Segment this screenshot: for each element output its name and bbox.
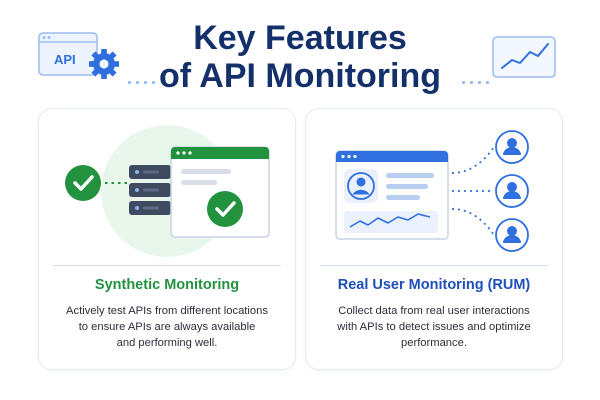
synthetic-illustration [65,125,270,257]
check-circle-icon [65,165,101,201]
line-chart-icon [492,36,556,78]
page-title-line-2: of API Monitoring [158,57,441,95]
description-line: with APIs to detect issues and optimize [337,321,531,333]
dashboard-window-icon [335,150,449,240]
gear-icon [89,49,119,79]
feature-title: Synthetic Monitoring [94,277,240,293]
description-line: and performing well. [116,337,218,349]
title-dots-left [128,71,160,84]
page-title-line-1: Key Features [193,19,407,57]
card-divider [53,265,281,266]
user-icon [495,218,529,252]
user-avatar-icon [344,169,378,203]
description-line: Collect data from real user interactions [338,305,530,317]
title-dots-right [462,71,494,84]
browser-window-icon [170,146,270,238]
server-stack-icon [129,165,171,215]
connection-lines [451,146,495,236]
api-badge-label: API [54,52,76,67]
user-icon [495,174,529,208]
feature-description: Collect data from real user interactions… [320,303,548,351]
api-badge: API [38,32,119,79]
feature-title: Real User Monitoring (RUM) [337,277,531,293]
description-line: Actively test APIs from different locati… [66,305,268,317]
card-divider [320,265,548,266]
description-line: performance. [401,337,467,349]
feature-description: Actively test APIs from different locati… [53,303,281,351]
feature-card-synthetic: Synthetic Monitoring Actively test APIs … [38,108,296,370]
rum-illustration [335,130,529,252]
description-line: to ensure APIs are always available [78,321,256,333]
feature-card-rum: Real User Monitoring (RUM) Collect data … [305,108,563,370]
user-icon [495,130,529,164]
